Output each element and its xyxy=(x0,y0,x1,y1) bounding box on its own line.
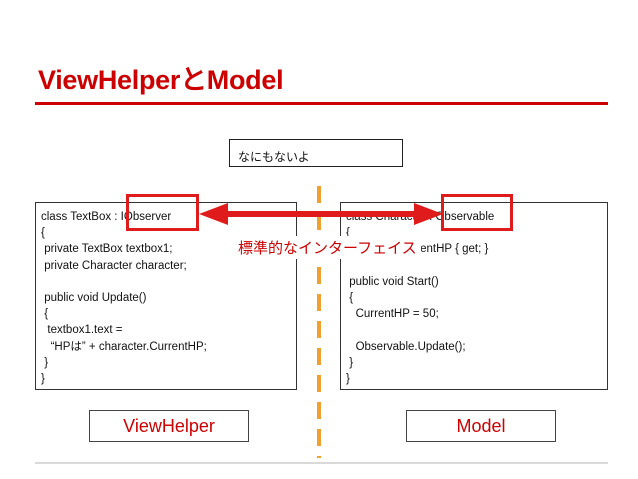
code-line: CurrentHP = 50; xyxy=(346,308,439,321)
interface-label: 標準的なインターフェイス xyxy=(234,236,421,259)
viewhelper-label: ViewHelper xyxy=(89,410,249,442)
title-underline xyxy=(35,102,608,105)
footer-rule xyxy=(35,462,608,464)
note-box: なにもないよ xyxy=(229,139,403,167)
code-line: { xyxy=(41,308,49,321)
code-line: Observable.Update(); xyxy=(346,340,466,353)
iobserver-highlight xyxy=(126,194,199,231)
code-line: private TextBox textbox1; xyxy=(41,243,173,256)
character-code-box: class Character : Observable { public in… xyxy=(340,202,608,390)
code-line: class TextBox : IObserver xyxy=(41,211,172,223)
code-line: { xyxy=(346,291,354,304)
code-line: “HPは” + character.CurrentHP; xyxy=(41,340,207,353)
code-line: { xyxy=(41,227,45,240)
code-line: private Character character; xyxy=(41,259,187,272)
code-line: public void Update() xyxy=(41,291,147,304)
code-line: } xyxy=(346,356,354,369)
arrow-head-left-icon xyxy=(199,203,228,225)
arrow-head-right-icon xyxy=(414,203,443,225)
model-label: Model xyxy=(406,410,556,442)
textbox-code-box: class TextBox : IObserver { private Text… xyxy=(35,202,297,390)
code-line: { xyxy=(346,227,350,240)
code-line: } xyxy=(41,356,49,369)
observable-highlight xyxy=(441,194,513,231)
code-line: } xyxy=(41,372,45,385)
code-line: } xyxy=(346,372,350,385)
dashed-divider xyxy=(317,186,321,458)
code-line: textbox1.text = xyxy=(41,324,123,337)
slide-title: ViewHelperとModel xyxy=(38,65,284,95)
code-line: public void Start() xyxy=(346,275,439,288)
